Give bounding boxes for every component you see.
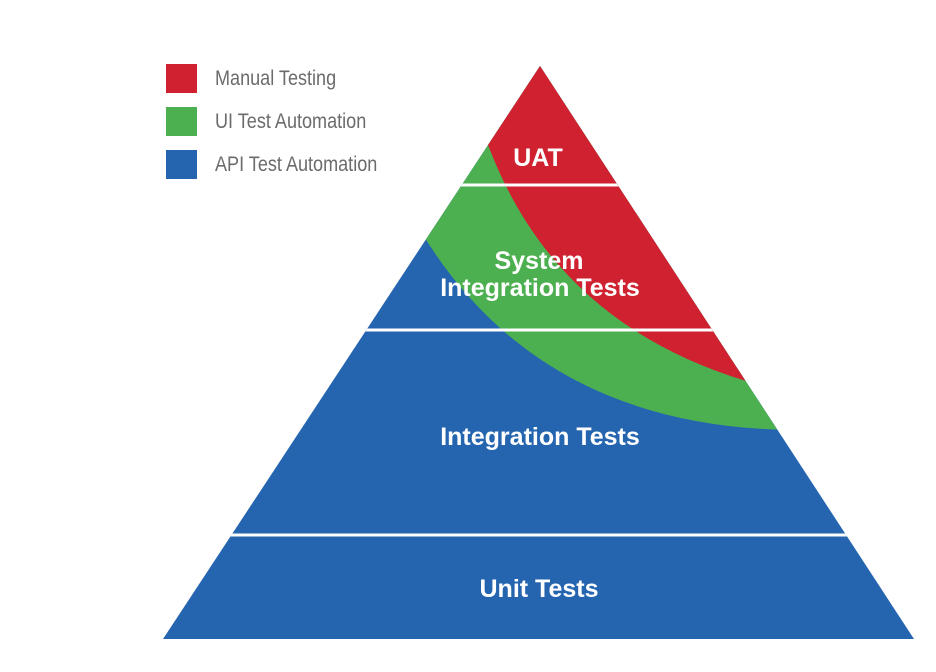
manual-testing-swatch	[166, 64, 197, 93]
tier-label-uat: UAT	[513, 144, 563, 172]
tier-label-integration: Integration Tests	[440, 423, 640, 451]
tier-label-unit: Unit Tests	[480, 575, 599, 603]
api-test-automation-swatch	[166, 150, 197, 179]
legend-label: UI Test Automation	[215, 110, 367, 133]
legend-label: API Test Automation	[215, 153, 378, 176]
tier-label-system-line2: Integration Tests	[440, 274, 640, 302]
ui-test-automation-swatch	[166, 107, 197, 136]
tier-label-system-line1: System	[495, 247, 584, 275]
legend-label: Manual Testing	[215, 67, 337, 90]
